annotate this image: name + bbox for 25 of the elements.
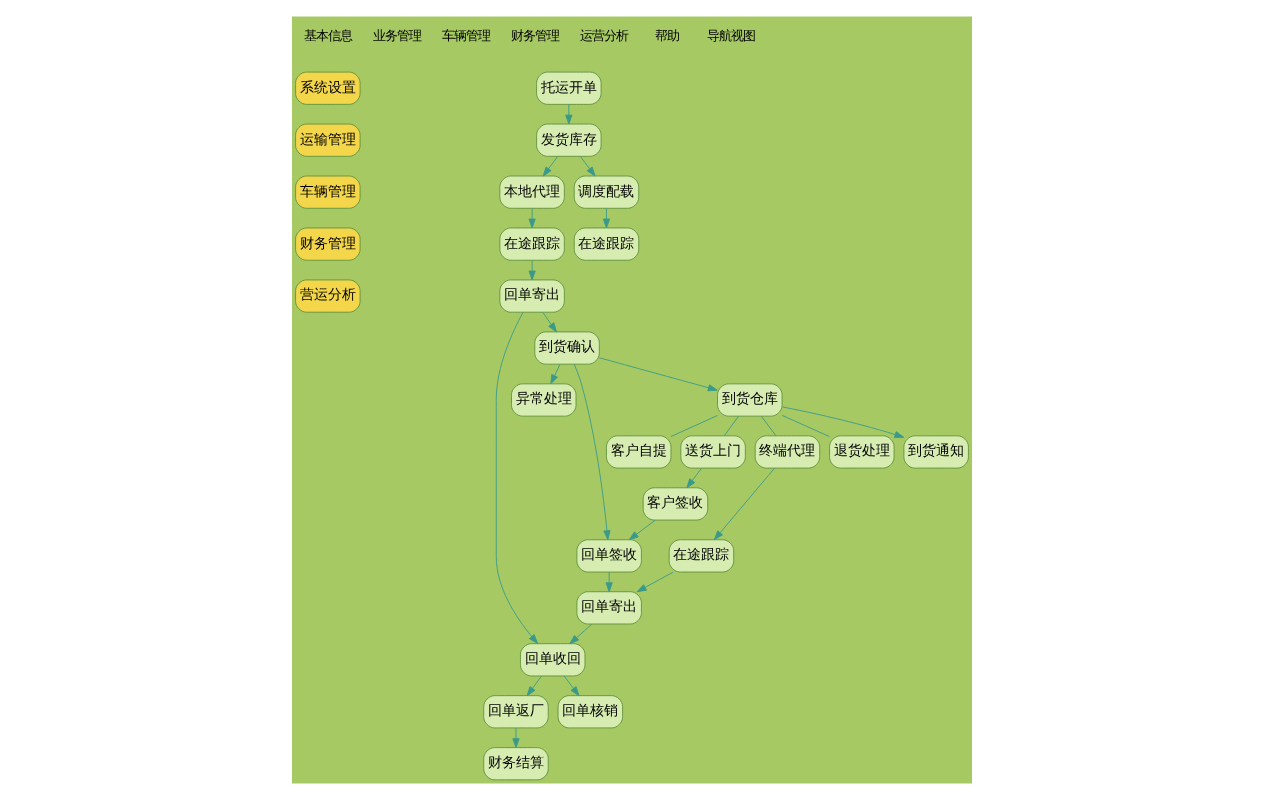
connector [669, 415, 717, 437]
arrow [562, 675, 579, 697]
arrow [541, 311, 556, 333]
connector [722, 415, 739, 437]
arrow [511, 727, 519, 749]
arrow [541, 155, 558, 177]
arrow [572, 363, 610, 541]
arrow [627, 519, 655, 541]
arrow [578, 155, 595, 177]
connector [759, 415, 776, 437]
arrow [604, 571, 612, 593]
arrow [635, 571, 673, 593]
arrow [494, 311, 538, 644]
arrow [525, 675, 541, 697]
arrow [527, 207, 535, 229]
arrow [712, 467, 774, 541]
arrow [568, 623, 592, 645]
arrow [780, 406, 904, 439]
arrow [685, 467, 702, 489]
arrow [527, 259, 535, 281]
connector [780, 414, 829, 438]
arrow [597, 357, 717, 392]
arrow [549, 363, 560, 385]
arrow [564, 104, 572, 125]
arrow [601, 207, 610, 229]
